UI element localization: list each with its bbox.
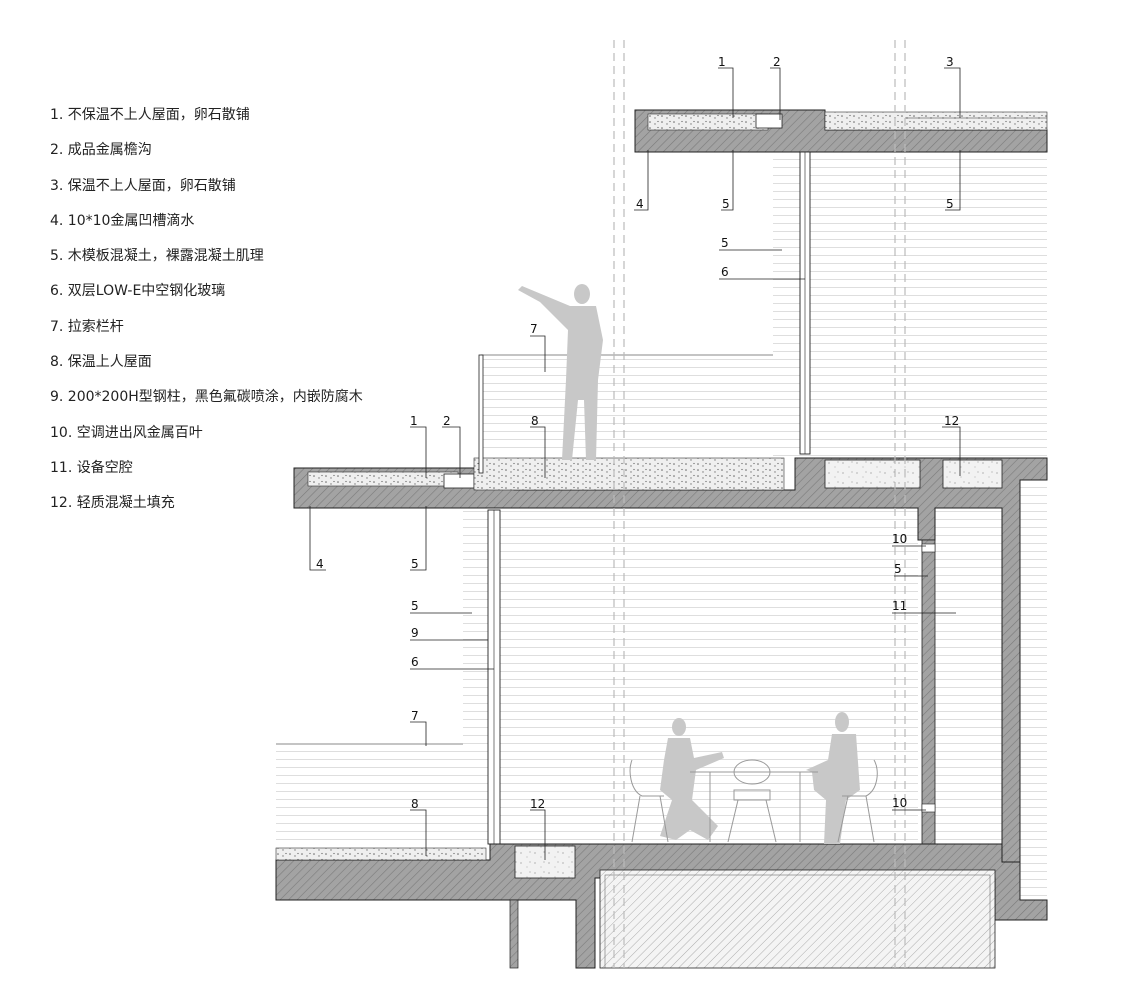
callout-label: 1 (410, 414, 418, 428)
callout-label: 2 (773, 55, 781, 69)
grid-lines (613, 40, 906, 968)
middle-roof-slab (293, 457, 1048, 901)
callout-label: 5 (946, 197, 954, 211)
legend-item: 10. 空调进出风金属百叶 (50, 424, 203, 441)
legend-item: 7. 拉索栏杆 (50, 318, 124, 335)
callout-label: 6 (721, 265, 729, 279)
lower-floor-slab (275, 843, 1048, 969)
callout-label: 10 (892, 532, 907, 546)
railing-upper (478, 354, 484, 474)
legend-item: 11. 设备空腔 (50, 459, 133, 476)
callout-label: 4 (636, 197, 644, 211)
legend-item: 5. 木模板混凝土，裸露混凝土肌理 (50, 248, 264, 265)
lower-wall-field (463, 480, 1047, 900)
legend-item: 12. 轻质混凝土填充 (50, 495, 175, 512)
callout-label: 7 (530, 322, 538, 336)
callout-label: 12 (944, 414, 959, 428)
callout-label: 12 (530, 797, 545, 811)
callout-label: 5 (721, 236, 729, 250)
callout-label: 6 (411, 655, 419, 669)
seated-man-figure (806, 712, 860, 844)
upper-roof-slab (634, 109, 1048, 153)
callout-label: 3 (946, 55, 954, 69)
legend-item: 1. 不保温不上人屋面，卵石散铺 (50, 107, 250, 123)
lower-glazing (487, 509, 501, 845)
legend-list: 1. 不保温不上人屋面，卵石散铺 2. 成品金属檐沟 3. 保温不上人屋面，卵石… (50, 104, 363, 528)
furniture (629, 759, 878, 843)
callout-label: 9 (411, 626, 419, 640)
upper-glazing (799, 151, 811, 455)
callout-label: 5 (411, 557, 419, 571)
legend-item: 2. 成品金属檐沟 (50, 142, 152, 159)
callout-label: 5 (411, 599, 419, 613)
callouts: 1 2 3 4 5 5 5 6 7 1 2 8 12 (309, 55, 961, 860)
callout-label: 8 (531, 414, 539, 428)
callout-label: 10 (892, 796, 907, 810)
legend-item: 3. 保温不上人屋面，卵石散铺 (50, 177, 236, 194)
callout-label: 5 (894, 562, 902, 576)
railing-field-upper (481, 354, 773, 455)
standing-person-figure (518, 284, 603, 460)
legend-item: 4. 10*10金属凹槽滴水 (50, 212, 195, 229)
callout-label: 11 (892, 599, 907, 613)
legend-item: 6. 双层LOW-E中空钢化玻璃 (50, 283, 226, 300)
railing-field-lower (276, 743, 463, 844)
callout-label: 7 (411, 709, 419, 723)
callout-label: 2 (443, 414, 451, 428)
upper-wall-field (773, 152, 1047, 456)
legend-item: 8. 保温上人屋面 (50, 354, 152, 371)
cavity-wall (921, 539, 936, 845)
callout-label: 4 (316, 557, 324, 571)
seated-woman-figure (660, 718, 724, 840)
legend-item: 9. 200*200H型钢柱，黑色氟碳喷涂，内嵌防腐木 (50, 389, 363, 406)
callout-label: 8 (411, 797, 419, 811)
callout-label: 5 (722, 197, 730, 211)
callout-label: 1 (718, 55, 726, 69)
